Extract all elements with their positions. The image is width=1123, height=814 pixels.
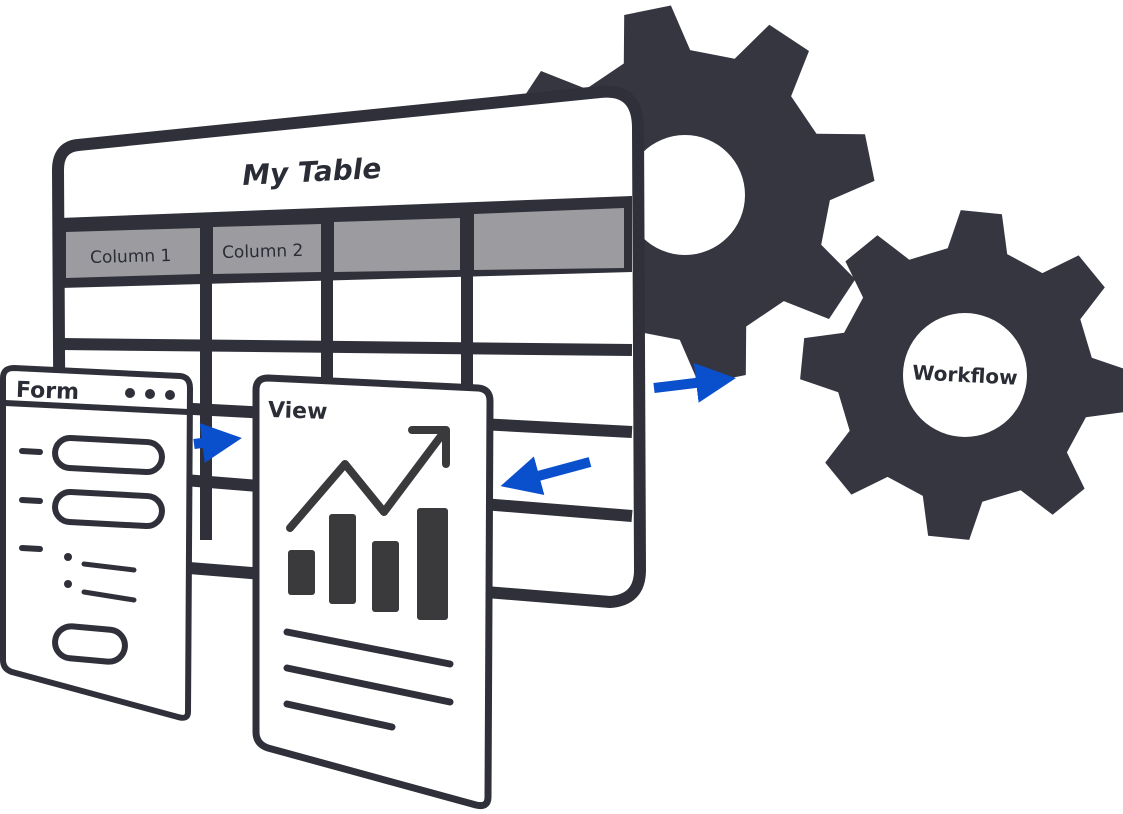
form-title-divider: [4, 400, 189, 415]
arrow-table-to-workflow: [653, 363, 736, 403]
form-button-shape: [52, 623, 128, 665]
header-cell-3: [334, 218, 460, 272]
table-title: My Table: [241, 152, 382, 192]
header-cell-1: [66, 228, 200, 278]
view-text-line: [283, 664, 454, 706]
column-header-1: Column 1: [90, 246, 172, 268]
header-cell-2: [213, 224, 321, 274]
form-bullet-dot: [64, 553, 72, 561]
form-input-field: [52, 435, 165, 476]
view-card: View: [252, 374, 494, 810]
form-input-field: [52, 489, 165, 530]
workflow-label: Workflow: [912, 360, 1018, 389]
trend-chart-icon: [286, 426, 450, 620]
form-outline: [0, 365, 193, 721]
view-title: View: [268, 398, 328, 425]
form-title: Form: [16, 378, 80, 405]
form-bullet-line: [81, 589, 137, 603]
table-row-line: [59, 338, 633, 356]
form-card: Form: [0, 365, 193, 721]
view-text-line: [283, 628, 454, 668]
view-text-line: [283, 700, 396, 731]
header-cell-4: [474, 208, 624, 270]
form-field-dash: [19, 497, 43, 504]
workflow-gear-icon: Workflow: [800, 210, 1123, 540]
form-bullet-line: [81, 561, 137, 573]
form-field-dash: [19, 448, 43, 455]
column-header-2: Column 2: [222, 241, 304, 263]
arrow-form-to-view: [193, 423, 242, 463]
arrow-table-to-view: [500, 456, 592, 496]
ellipsis-icon: [125, 388, 175, 400]
form-bullet-dot: [64, 580, 72, 588]
form-field-dash: [19, 545, 43, 552]
